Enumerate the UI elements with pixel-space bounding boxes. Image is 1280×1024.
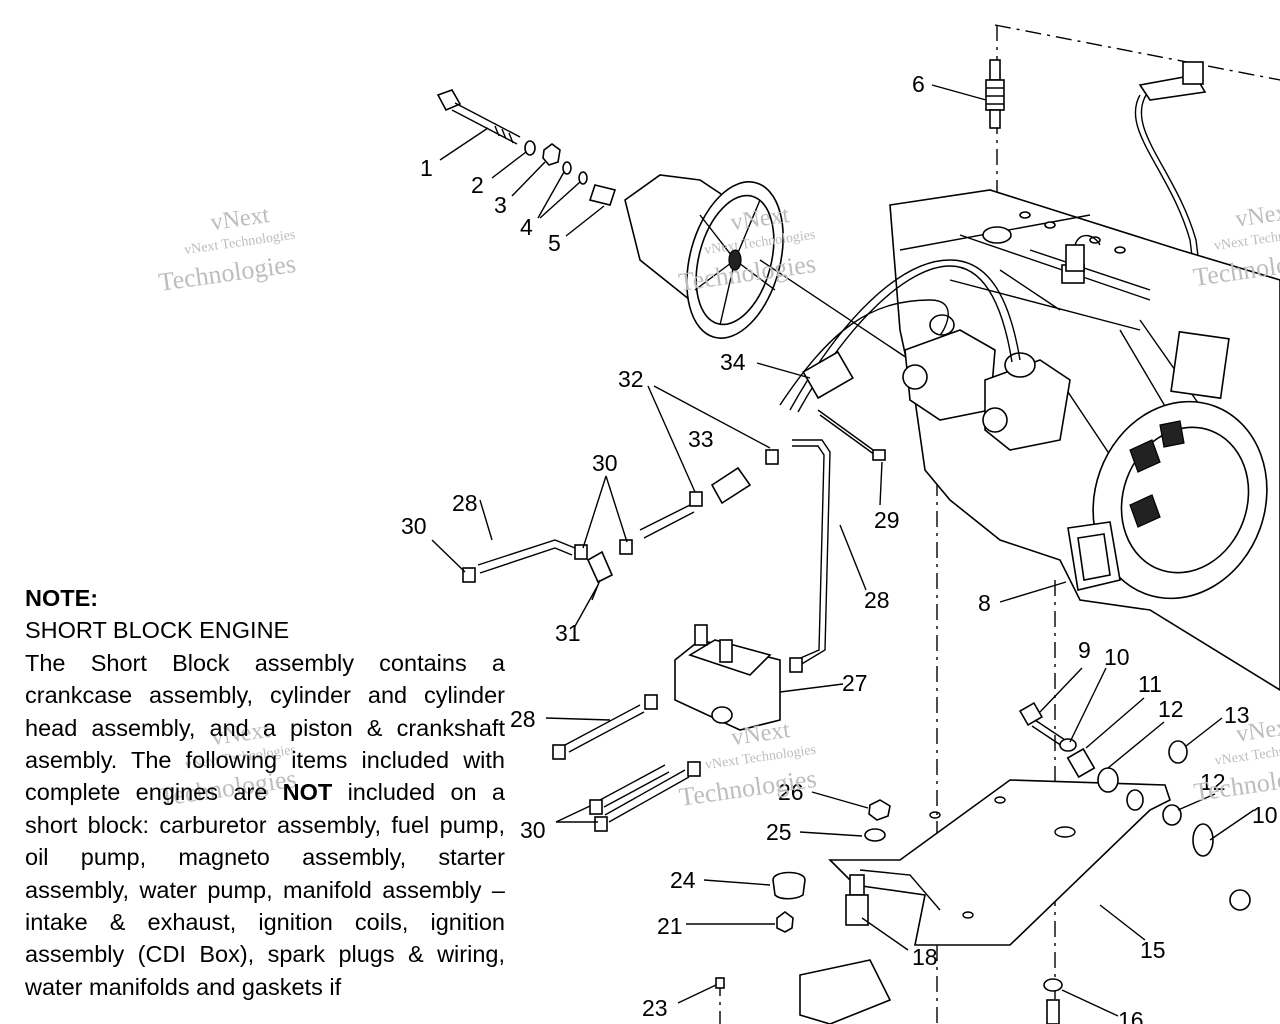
callout-label: 23 [642, 995, 668, 1021]
note-body-emphasis: NOT [282, 779, 333, 806]
callout-label: 18 [912, 944, 938, 970]
tie-strap-part [817, 409, 886, 461]
callout-label: 25 [766, 819, 792, 845]
watermark-logo: vNext [1234, 199, 1280, 233]
callout-label: 11 [1138, 671, 1162, 697]
callout-label: 8 [978, 590, 991, 616]
callout-label: 30 [520, 817, 546, 843]
callout-label: 6 [912, 71, 925, 97]
short-block-note: NOTE: SHORT BLOCK ENGINE The Short Block… [25, 582, 505, 1003]
note-body-text-end: included on a short block: carburetor as… [25, 779, 505, 1000]
callout-label: 27 [842, 670, 868, 696]
fuel-pump-part [674, 624, 781, 731]
callout-label: 13 [1224, 702, 1250, 728]
callout-label: 31 [555, 620, 581, 646]
mount-plate-part [828, 779, 1171, 946]
callout-label: 28 [864, 587, 890, 613]
callout-label: 24 [670, 867, 696, 893]
callout-label: 1 [420, 155, 433, 181]
spark-plug-part [985, 59, 1005, 129]
bolt-part [436, 89, 521, 145]
callout-label: 3 [494, 192, 507, 218]
drive-clutch-part [624, 174, 911, 361]
watermark: vNext vNext Technologies Technologies [157, 202, 298, 297]
washer-nut-parts [524, 140, 617, 206]
callout-labels: 1 2 3 4 5 6 34 32 33 30 28 30 29 31 28 8… [401, 71, 1278, 1024]
watermark: vNext vNext Technologies Technologies [1191, 199, 1280, 292]
fuel-line-parts [462, 439, 831, 832]
callout-label: 33 [688, 426, 714, 452]
callout-label: 12 [1200, 769, 1226, 795]
callout-label: 28 [452, 490, 478, 516]
callout-label: 26 [778, 779, 804, 805]
note-subheading: SHORT BLOCK ENGINE [25, 617, 290, 644]
mount-hardware-parts [715, 701, 1251, 1024]
callout-label: 10 [1252, 802, 1278, 828]
engine-block-part [779, 189, 1280, 691]
note-body-text: The Short Block assembly contains a cran… [25, 649, 505, 806]
note-body: The Short Block assembly contains a cran… [25, 647, 505, 1003]
callout-label: 10 [1104, 644, 1130, 670]
callout-label: 4 [520, 214, 533, 240]
callout-label: 12 [1158, 696, 1184, 722]
note-heading: NOTE: [25, 585, 99, 611]
callout-label: 30 [401, 513, 427, 539]
callout-label: 28 [510, 706, 536, 732]
callout-label: 9 [1078, 637, 1091, 663]
callout-label: 5 [548, 230, 561, 256]
callout-label: 16 [1118, 1007, 1144, 1024]
callout-label: 21 [657, 913, 683, 939]
watermark-line2: Technologies [1192, 759, 1280, 807]
callout-label: 15 [1140, 937, 1166, 963]
watermark-logo: vNext [209, 202, 271, 236]
leader-lines [431, 84, 1255, 1017]
plug-wire-part [1134, 61, 1207, 321]
callout-label: 32 [618, 366, 644, 392]
watermark-line2: Technologies [157, 249, 298, 297]
callout-label: 2 [471, 172, 484, 198]
callout-label: 30 [592, 450, 618, 476]
callout-label: 29 [874, 507, 900, 533]
callout-label: 34 [720, 349, 746, 375]
